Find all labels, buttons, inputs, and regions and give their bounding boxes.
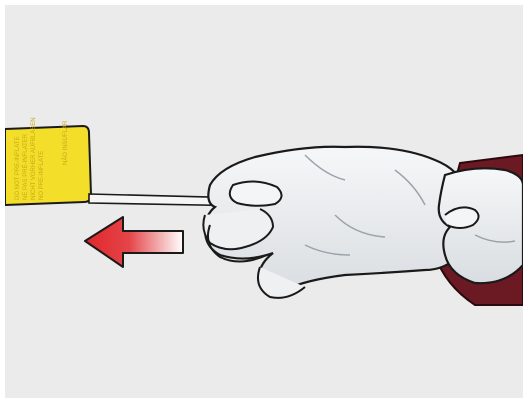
tag-text-2: NE PAS PRÉ-INFLATER [22,133,29,200]
illustration-canvas: DO NOT PRE-INFLATE NE PAS PRÉ-INFLATER N… [5,117,523,306]
tag-text-3: NICHT VORHER AUFBLASEN [31,117,37,200]
right-glove [437,167,523,285]
tag-text-1: DO NOT PRE-INFLATE [15,137,21,200]
warning-tag: DO NOT PRE-INFLATE NE PAS PRÉ-INFLATER N… [5,117,93,207]
left-glove [202,145,471,299]
instruction-illustration: DO NOT PRE-INFLATE NE PAS PRÉ-INFLATER N… [5,5,523,398]
tag-text-5: NÃO INSUFLAR [62,120,69,165]
direction-arrow [84,216,184,268]
tag-text-4: NO PRE-INFLATE [39,151,45,200]
